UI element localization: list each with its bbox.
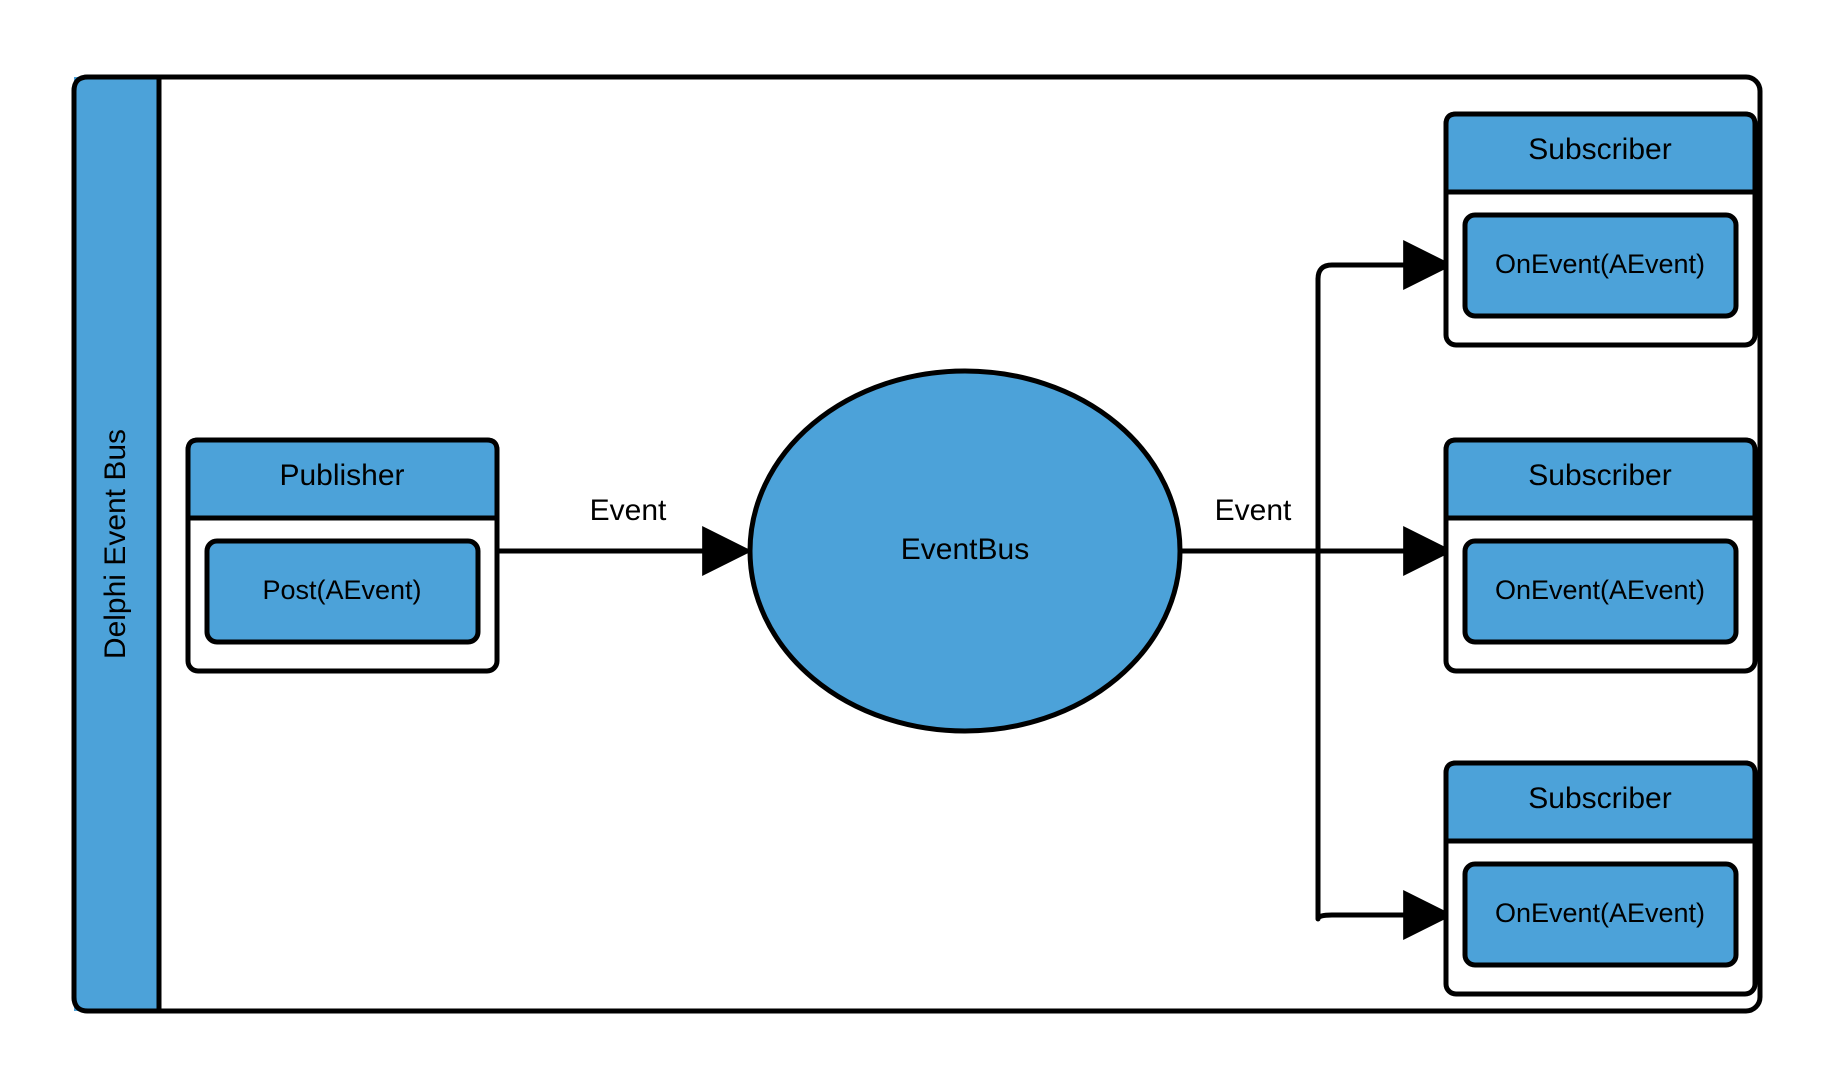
subscriber-3-header-label: Subscriber: [1528, 782, 1671, 815]
subscriber-1-method-box[interactable]: [1462, 212, 1739, 319]
subscriber-3-method-box[interactable]: [1462, 861, 1739, 968]
subscriber-1-method-label: OnEvent(AEvent): [1495, 249, 1705, 279]
publisher-method-label: Post(AEvent): [262, 575, 421, 605]
edge-label-event-left: Event: [590, 494, 667, 527]
node-subscriber-3[interactable]: Subscriber OnEvent(AEvent): [1443, 760, 1758, 997]
subscriber-2-method-box[interactable]: [1462, 538, 1739, 645]
subscriber-1-header-label: Subscriber: [1528, 133, 1671, 166]
node-publisher[interactable]: Publisher Post(AEvent): [185, 437, 500, 674]
subscriber-2-method-label: OnEvent(AEvent): [1495, 575, 1705, 605]
subscriber-3-header-band: [1443, 760, 1758, 844]
edge-label-event-right: Event: [1215, 494, 1292, 527]
subscriber-2-header-band: [1443, 437, 1758, 521]
swimlane-band-outline: [71, 74, 162, 1014]
node-subscriber-2[interactable]: Subscriber OnEvent(AEvent): [1443, 437, 1758, 674]
subscriber-1-header-band: [1443, 111, 1758, 195]
node-eventbus[interactable]: EventBus: [747, 368, 1183, 734]
edge-branch-bottom-corner: [1315, 912, 1449, 920]
edge-branch-top-corner: [1315, 262, 1449, 280]
edge-eventbus-to-subscribers: Event: [1180, 240, 1454, 940]
publisher-method-box[interactable]: [204, 538, 481, 645]
edge-publisher-to-eventbus: Event: [497, 494, 753, 576]
publisher-header-band: [185, 437, 500, 521]
node-subscriber-1[interactable]: Subscriber OnEvent(AEvent): [1443, 111, 1758, 348]
eventbus-ellipse[interactable]: [747, 368, 1183, 734]
publisher-header-label: Publisher: [279, 459, 404, 492]
subscriber-3-method-label: OnEvent(AEvent): [1495, 898, 1705, 928]
subscriber-2-header-label: Subscriber: [1528, 459, 1671, 492]
swimlane-label: Delphi Event Bus: [99, 429, 132, 659]
eventbus-label: EventBus: [901, 533, 1029, 566]
